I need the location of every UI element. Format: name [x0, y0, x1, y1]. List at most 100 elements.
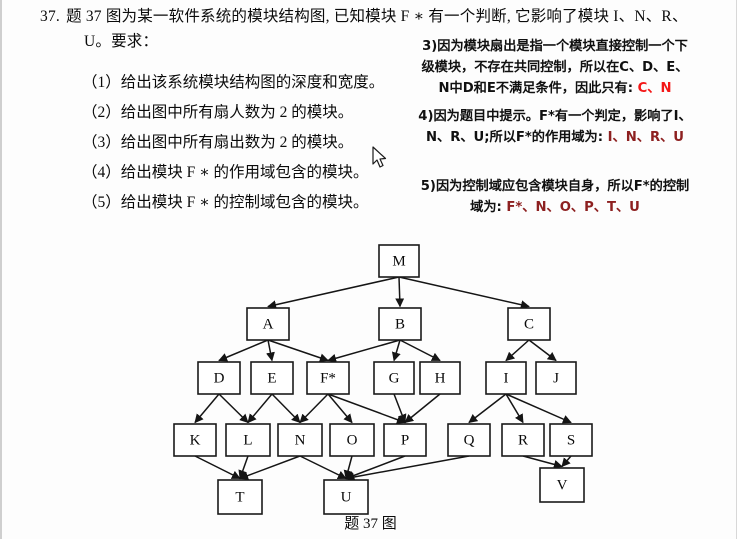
diagram-edge-I-S: [505, 393, 572, 424]
diagram-edge-M-C: [398, 276, 530, 310]
diagram-node-K: K: [173, 423, 217, 457]
diagram-node-S: S: [549, 423, 593, 457]
node-label-Q: Q: [464, 432, 475, 448]
annotation-5-line-2: 域为:: [470, 200, 502, 215]
diagram-node-O: O: [329, 423, 375, 457]
question-head-line-2: U。要求：: [84, 33, 159, 50]
diagram-edge-B-F: [327, 339, 401, 363]
diagram-edges: [194, 276, 572, 482]
annotation-5-answer: F*、N、O、P、T、U: [506, 200, 640, 215]
diagram-caption: 题 37 图: [344, 516, 397, 532]
diagram-edge-F-O: [327, 393, 353, 424]
diagram-edge-F-N: [299, 393, 329, 424]
diagram-edge-L-T: [238, 455, 249, 480]
diagram-node-M: M: [378, 244, 420, 278]
node-label-K: K: [190, 432, 201, 448]
mouse-cursor: [372, 146, 388, 170]
diagram-edge-E-L: [247, 393, 273, 424]
diagram-node-C: C: [507, 307, 551, 341]
diagram-node-U: U: [323, 479, 369, 515]
node-box-F: [306, 361, 350, 395]
node-box-P: [383, 423, 427, 457]
node-label-E: E: [267, 370, 276, 386]
diagram-node-I: I: [485, 361, 527, 395]
node-box-H: [419, 361, 461, 395]
annotation-3-line-3: N中D和E不满足条件，因此只有:: [438, 81, 633, 96]
diagram-node-T: T: [217, 479, 263, 515]
node-label-H: H: [435, 370, 446, 386]
diagram-edge-A-F: [267, 339, 329, 363]
diagram-edge-O-U: [343, 455, 353, 480]
question-item-1: （1）给出该系统模块结构图的深度和宽度。: [82, 74, 385, 91]
question-item-3: （3）给出图中所有扇出数为 2 的模块。: [82, 134, 354, 151]
diagram-edge-A-E: [266, 339, 275, 362]
node-box-O: [329, 423, 375, 457]
node-box-K: [173, 423, 217, 457]
diagram-node-B: B: [378, 307, 422, 341]
node-label-D: D: [214, 370, 225, 386]
question-heading: 37. 题 37 图为某一软件系统的模块结构图, 已知模块 F ∗ 有一个判断,…: [40, 4, 737, 54]
node-label-O: O: [347, 432, 358, 448]
diagram-edge-N-U: [299, 455, 347, 480]
diagram-edge-K-T: [194, 455, 241, 480]
node-label-A: A: [263, 316, 274, 332]
annotation-5: 5)因为控制域应包含模块自身，所以F*的控制 域为: F*、N、O、P、T、U: [374, 176, 736, 218]
diagram-edge-M-A: [267, 276, 400, 310]
node-box-U: [323, 479, 369, 515]
diagram-node-A: A: [246, 307, 290, 341]
annotation-4-answer: I、N、R、U: [607, 130, 684, 145]
annotation-5-line-1: 5)因为控制域应包含模块自身，所以F*的控制: [420, 179, 690, 194]
diagram-edge-H-P: [404, 393, 441, 424]
node-label-I: I: [504, 370, 509, 386]
diagram-edge-F-P: [327, 393, 406, 424]
annotation-3-answer: C、N: [637, 81, 672, 96]
node-box-I: [485, 361, 527, 395]
node-label-G: G: [389, 370, 400, 386]
question-number: 37.: [40, 8, 60, 25]
node-label-B: B: [395, 316, 405, 332]
node-label-F: F*: [320, 370, 336, 386]
diagram-node-H: H: [419, 361, 461, 395]
node-label-J: J: [553, 370, 559, 386]
question-items: （1）给出该系统模块结构图的深度和宽度。 （2）给出图中所有扇人数为 2 的模块…: [40, 62, 392, 218]
diagram-edge-R-V: [522, 455, 563, 469]
diagram-edge-C-J: [528, 339, 557, 362]
node-box-A: [246, 307, 290, 341]
node-label-S: S: [567, 432, 575, 448]
question-head-line-1: 37. 题 37 图为某一软件系统的模块结构图, 已知模块 F ∗ 有一个判断,…: [40, 4, 737, 29]
node-box-L: [225, 423, 271, 457]
diagram-edge-C-I: [505, 339, 530, 362]
diagram-edge-G-P: [393, 393, 407, 424]
node-box-S: [549, 423, 593, 457]
annotation-4: 4)因为题目中提示。F*有一个判定，影响了I、 N、R、U;所以F*的作用域为:…: [374, 106, 736, 148]
diagram-node-J: J: [535, 361, 577, 395]
node-label-P: P: [401, 432, 409, 448]
node-box-N: [277, 423, 323, 457]
annotation-3-line-1: 3)因为模块扇出是指一个模块直接控制一个下: [422, 39, 688, 54]
question-item-2: （2）给出图中所有扇人数为 2 的模块。: [82, 104, 354, 121]
diagram-edge-M-B: [395, 276, 405, 308]
node-label-U: U: [341, 489, 352, 505]
diagram-node-P: P: [383, 423, 427, 457]
node-box-V: [539, 467, 585, 503]
node-box-M: [378, 244, 420, 278]
node-label-R: R: [518, 432, 528, 448]
diagram-edge-Q-U: [345, 455, 470, 482]
diagram-node-G: G: [373, 361, 415, 395]
node-box-E: [250, 361, 294, 395]
diagram-node-E: E: [250, 361, 294, 395]
node-label-N: N: [295, 432, 306, 448]
node-box-B: [378, 307, 422, 341]
diagram-node-N: N: [277, 423, 323, 457]
question-item-5: （5）给出模块 F ∗ 的控制域包含的模块。: [82, 194, 369, 211]
diagram-edge-D-L: [218, 393, 249, 424]
diagram-edge-I-R: [505, 393, 524, 424]
node-box-G: [373, 361, 415, 395]
question-head-text-1: 题 37 图为某一软件系统的模块结构图, 已知模块 F ∗ 有一个判断, 它影响…: [66, 8, 688, 25]
diagram-node-L: L: [225, 423, 271, 457]
diagram-node-Q: Q: [447, 423, 491, 457]
annotation-4-line-2: N、R、U;所以F*的作用域为:: [425, 130, 604, 145]
